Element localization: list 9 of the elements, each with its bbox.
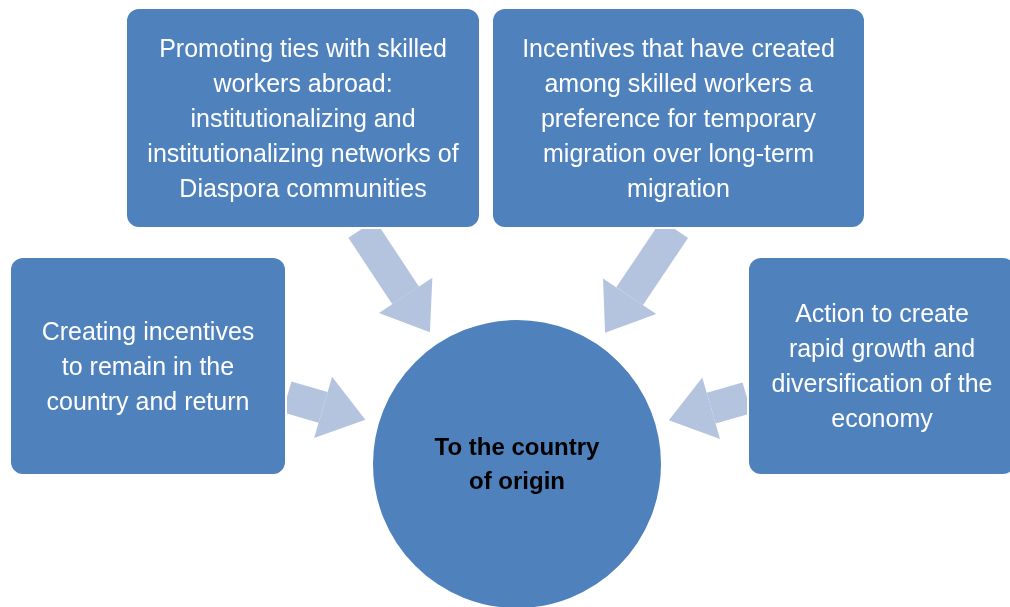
box-text: Creating incentives to remain in the country and return [40,315,256,417]
rounded-box [491,7,866,229]
box-text: To the country of origin [433,432,601,496]
rounded-box [9,256,287,476]
box-text: Action to create rapid growth and diversification of the economy [770,298,994,434]
rounded-box [747,256,1010,476]
box-text: Incentives that have created among skilled workers a preference for temporary migration over long-term migration [521,32,836,204]
rounded-box [125,7,481,229]
box-text: Promoting ties with skilled workers abroad: institutionalizing and institutionalizing networks of Diaspora communities [146,32,460,204]
